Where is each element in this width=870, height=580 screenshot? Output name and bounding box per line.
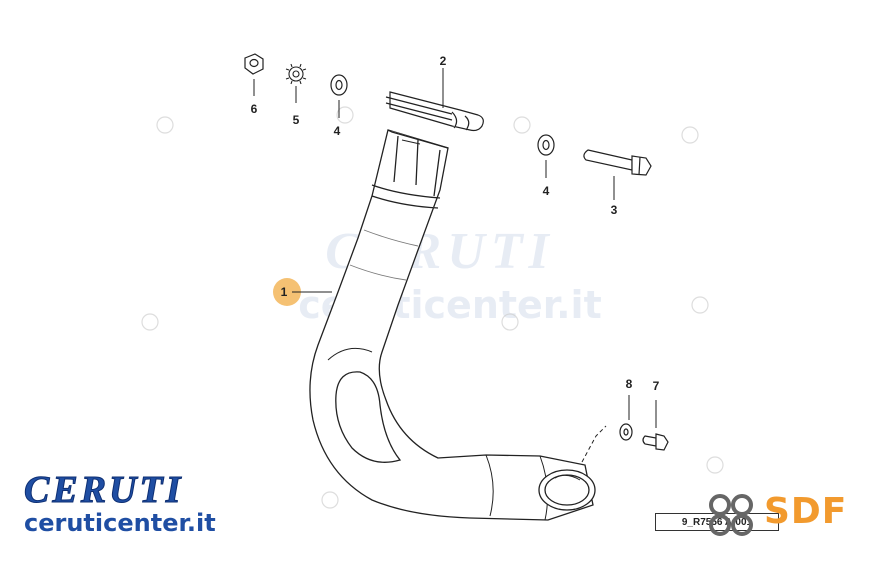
ceruti-logo: CERUTI xyxy=(24,469,184,511)
part-6-hex-nut xyxy=(244,53,264,96)
part-4-washer-upper xyxy=(330,74,348,118)
sdf-logo-text: SDF xyxy=(764,491,848,532)
sdf-logo-icon xyxy=(709,494,753,536)
callout-2: 2 xyxy=(440,54,447,68)
part-7-screw xyxy=(642,400,669,451)
callout-1: 1 xyxy=(281,285,288,299)
callout-6: 6 xyxy=(251,102,258,116)
callout-8: 8 xyxy=(626,377,633,391)
part-3-bolt xyxy=(583,149,652,200)
callout-3: 3 xyxy=(611,203,618,217)
part-2-clamp xyxy=(385,68,484,132)
callout-4-right: 4 xyxy=(543,184,550,198)
part-1-exhaust-pipe xyxy=(309,129,607,521)
callout-1-highlight xyxy=(273,278,301,306)
callout-5: 5 xyxy=(293,113,300,127)
part-5-lock-washer xyxy=(285,63,307,103)
part-4-washer-right xyxy=(537,134,555,178)
callout-4-upper: 4 xyxy=(334,124,341,138)
part-8-washer xyxy=(619,395,633,441)
callout-7: 7 xyxy=(653,379,660,393)
ceruti-url: ceruticenter.it xyxy=(24,509,216,537)
